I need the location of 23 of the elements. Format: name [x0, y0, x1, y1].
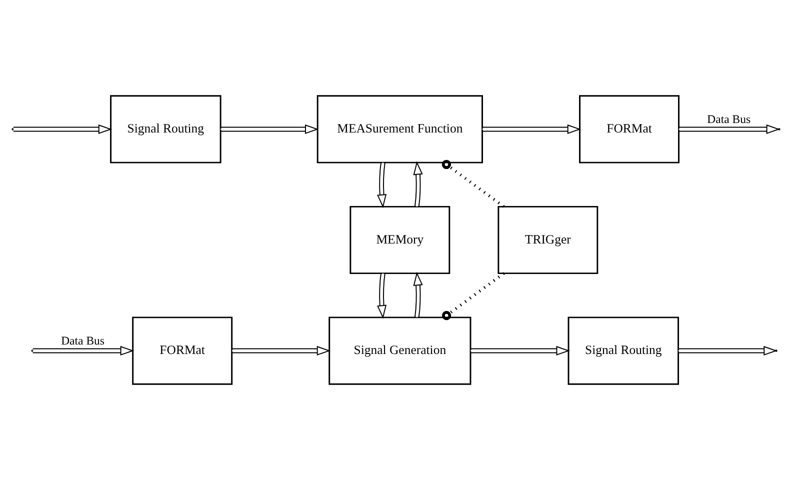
arrow: [220, 124, 319, 134]
arrow: [482, 124, 582, 134]
connector: [442, 272, 505, 320]
connector: [442, 160, 505, 208]
arrow: [32, 346, 134, 356]
arrow: [470, 346, 570, 356]
node-box: Signal Routing: [110, 95, 222, 164]
arrow: [12, 124, 112, 134]
node-box: Signal Generation: [328, 316, 472, 385]
node-box: TRIGger: [498, 206, 598, 274]
arrow: [232, 346, 331, 356]
edge-label: Data Bus: [707, 112, 751, 126]
node-box: MEASurement Function: [316, 95, 483, 164]
node-box: FORMat: [132, 316, 233, 385]
node-box: Signal Routing: [568, 316, 680, 385]
arrow: [678, 124, 780, 134]
arrow: [377, 272, 387, 319]
arrow: [413, 272, 423, 318]
arrow: [377, 162, 387, 208]
arrow: [413, 161, 423, 208]
node-box: FORMat: [579, 95, 680, 164]
node-box: MEMory: [350, 206, 450, 274]
edge-label: Data Bus: [61, 334, 104, 348]
